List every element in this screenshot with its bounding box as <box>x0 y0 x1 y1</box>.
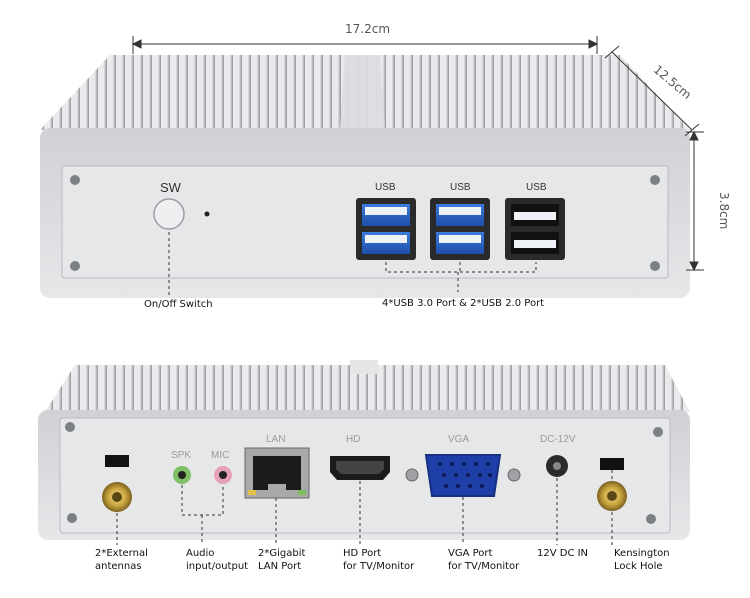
lan-port[interactable] <box>244 447 310 499</box>
callout-hd-2: for TV/Monitor <box>343 561 415 572</box>
callout-antennas-2: antennas <box>95 561 142 572</box>
callout-antennas-1: 2*External <box>95 548 148 559</box>
callout-lan-1: 2*Gigabit <box>258 548 305 559</box>
callout-vga-1: VGA Port <box>448 548 493 559</box>
usb3-port-group-2[interactable] <box>430 198 490 260</box>
callout-lines-rear <box>116 470 613 545</box>
callout-vga-2: for TV/Monitor <box>448 561 520 572</box>
screw-icon <box>70 175 660 271</box>
usb-label-1: USB <box>375 182 396 193</box>
mic-jack[interactable] <box>214 466 232 484</box>
callout-dc: 12V DC IN <box>537 548 588 559</box>
dc-label: DC-12V <box>540 434 576 445</box>
mic-label: MIC <box>211 450 229 461</box>
usb2-port-group[interactable] <box>505 198 565 260</box>
dimension-width-arrow <box>131 36 599 54</box>
usb-label-2: USB <box>450 182 471 193</box>
usb-label-3: USB <box>526 182 547 193</box>
antenna-connector-left[interactable] <box>102 482 132 512</box>
callout-lines-front <box>168 232 537 296</box>
usb3-port-group-1[interactable] <box>356 198 416 260</box>
dimension-width: 17.2cm <box>345 22 390 36</box>
hd-port[interactable] <box>330 456 390 480</box>
spk-label: SPK <box>171 450 191 461</box>
callout-switch: On/Off Switch <box>144 299 213 310</box>
callout-usb: 4*USB 3.0 Port & 2*USB 2.0 Port <box>382 298 544 309</box>
antenna-knockout <box>105 455 129 467</box>
vga-label: VGA <box>448 434 469 445</box>
speaker-jack[interactable] <box>173 466 191 484</box>
power-button[interactable] <box>153 198 185 230</box>
kensington-slot[interactable] <box>600 458 624 470</box>
sw-label: SW <box>160 180 182 195</box>
dimension-depth-arrow <box>604 45 700 137</box>
callout-audio-1: Audio <box>186 548 214 559</box>
front-view: SW USB USB USB On/Off Switc <box>40 22 731 310</box>
power-led <box>204 211 210 217</box>
lan-label: LAN <box>266 434 285 445</box>
callout-lan-2: LAN Port <box>258 561 301 572</box>
heatsink-fins-rear <box>45 365 690 412</box>
rear-view: SPK MIC LAN HD VGA DC-12V <box>38 360 690 572</box>
hd-label: HD <box>346 434 360 445</box>
callout-hd-1: HD Port <box>343 548 381 559</box>
callout-kensington-1: Kensington <box>614 548 670 559</box>
dc-power-jack[interactable] <box>546 455 568 477</box>
screw-icon <box>65 422 663 524</box>
dimension-height-arrow <box>686 130 704 272</box>
callout-audio-2: input/output <box>186 561 248 572</box>
dimension-height: 3.8cm <box>717 192 731 229</box>
callout-kensington-2: Lock Hole <box>614 561 663 572</box>
antenna-connector-right[interactable] <box>597 481 627 511</box>
vga-port[interactable] <box>405 454 521 497</box>
